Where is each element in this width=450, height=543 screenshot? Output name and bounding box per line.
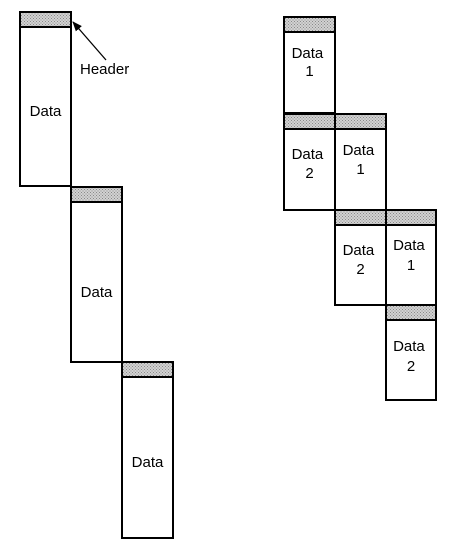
packet-label-line2: 2 bbox=[305, 165, 313, 182]
packet-body bbox=[19, 26, 72, 187]
annotation-arrow bbox=[72, 21, 107, 61]
packet-label-line2: 1 bbox=[407, 257, 415, 274]
packet-header bbox=[334, 209, 387, 226]
packet-data-label: Data 1 bbox=[343, 142, 379, 178]
packet-header bbox=[70, 186, 123, 203]
packet-header bbox=[385, 304, 437, 321]
right-packet-data-2-c: Data 2 bbox=[385, 304, 437, 401]
packet-data-label: Data 1 bbox=[292, 45, 328, 80]
packet-header bbox=[283, 16, 336, 33]
packet-body bbox=[283, 128, 336, 211]
packet-data-label: Data 2 bbox=[292, 146, 328, 182]
right-packet-data-2-b: Data 2 bbox=[334, 209, 387, 306]
right-packet-data-1-c: Data 1 bbox=[385, 209, 437, 306]
packet-body bbox=[385, 319, 437, 401]
packet-header bbox=[19, 11, 72, 28]
packet-header bbox=[334, 113, 387, 130]
packet-label-line1: Data bbox=[292, 45, 324, 62]
packet-label-line1: Data bbox=[343, 242, 375, 259]
packet-body bbox=[334, 224, 387, 306]
packet-data-label: Data bbox=[81, 284, 113, 301]
packet-body bbox=[121, 376, 174, 539]
packet-label-line1: Data bbox=[292, 146, 324, 163]
right-packet-data-1-a: Data 1 bbox=[283, 16, 336, 114]
left-packet-3: Data bbox=[121, 361, 174, 539]
packet-body bbox=[70, 201, 123, 363]
packet-label-line2: 1 bbox=[305, 63, 313, 80]
packet-header bbox=[121, 361, 174, 378]
packet-data-label: Data 1 bbox=[393, 237, 429, 274]
packet-header bbox=[283, 113, 336, 130]
packet-data-label: Data 2 bbox=[343, 242, 379, 278]
left-packet-1: Data bbox=[19, 11, 72, 187]
right-packet-data-1-b: Data 1 bbox=[334, 113, 387, 211]
packet-data-label: Data 2 bbox=[393, 338, 429, 375]
packet-label-line1: Data bbox=[393, 338, 425, 355]
left-packet-2: Data bbox=[70, 186, 123, 363]
packet-header bbox=[385, 209, 437, 226]
packet-label-line2: 2 bbox=[407, 358, 415, 375]
packet-label-line2: 2 bbox=[356, 261, 364, 278]
packet-label-line1: Data bbox=[343, 142, 375, 159]
packet-body bbox=[385, 224, 437, 306]
packet-label-line2: 1 bbox=[356, 161, 364, 178]
header-annotation: Header bbox=[72, 21, 129, 78]
packet-label-line1: Data bbox=[393, 237, 425, 254]
packet-body bbox=[334, 128, 387, 211]
packet-data-label: Data bbox=[132, 454, 164, 471]
right-packet-data-2-a: Data 2 bbox=[283, 113, 336, 211]
packet-data-label: Data bbox=[30, 103, 62, 120]
header-annotation-label: Header bbox=[80, 61, 129, 78]
